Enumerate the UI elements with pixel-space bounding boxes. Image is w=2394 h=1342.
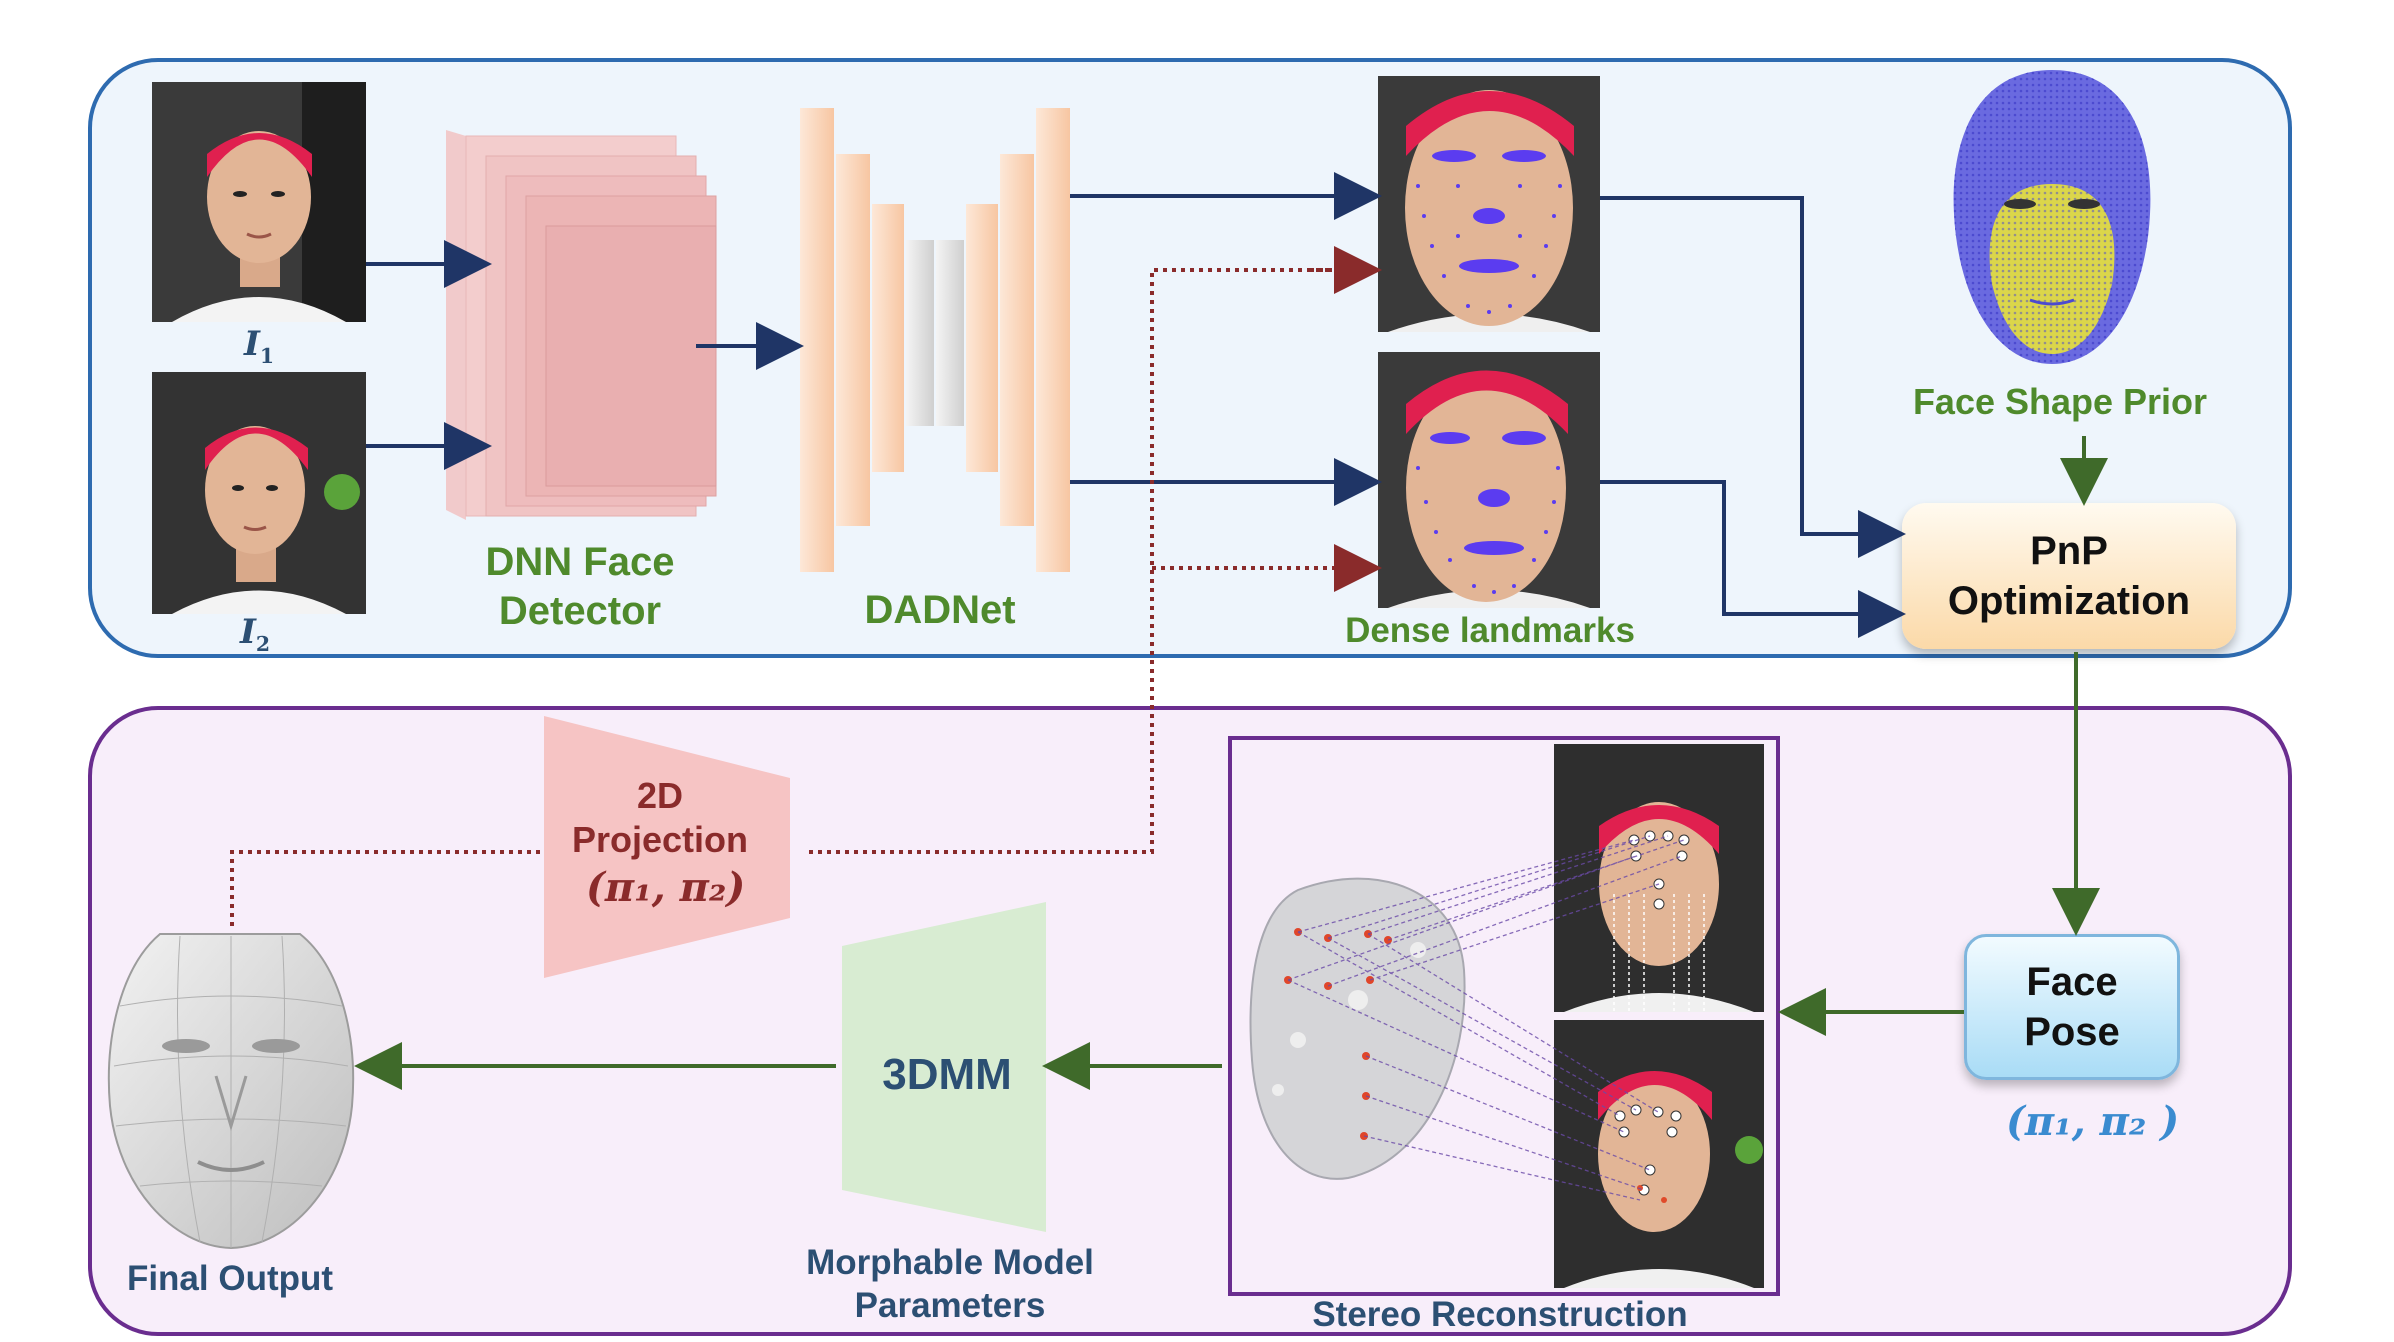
input-photo-2 xyxy=(152,372,366,614)
projection-math: (π₁, π₂) xyxy=(586,864,746,911)
bottom-panel xyxy=(88,706,2292,1336)
stereo-photo-2 xyxy=(1554,1020,1764,1288)
stereo-photo-1 xyxy=(1554,744,1764,1012)
landmarks-label: Dense landmarks xyxy=(1345,611,1635,650)
model-label: 3DMM xyxy=(882,1050,1012,1099)
landmark-photo-2 xyxy=(1378,352,1600,608)
face-shape-prior-mesh xyxy=(1940,64,2164,368)
landmark-photo-1 xyxy=(1378,76,1600,332)
final-output-mesh xyxy=(100,926,362,1252)
prior-label: Face Shape Prior xyxy=(1912,381,2208,422)
input2-label: I2 xyxy=(240,612,271,656)
dadnet-label: DADNet xyxy=(864,588,1016,632)
output-label: Final Output xyxy=(126,1259,334,1298)
stereo-label: Stereo Reconstruction xyxy=(1312,1295,1688,1334)
input1-label: I1 xyxy=(244,324,275,368)
pose-math: (π₁, π₂ ) xyxy=(2006,1098,2180,1145)
stereo-point-cloud xyxy=(1238,860,1488,1190)
input-photo-1 xyxy=(152,82,366,322)
